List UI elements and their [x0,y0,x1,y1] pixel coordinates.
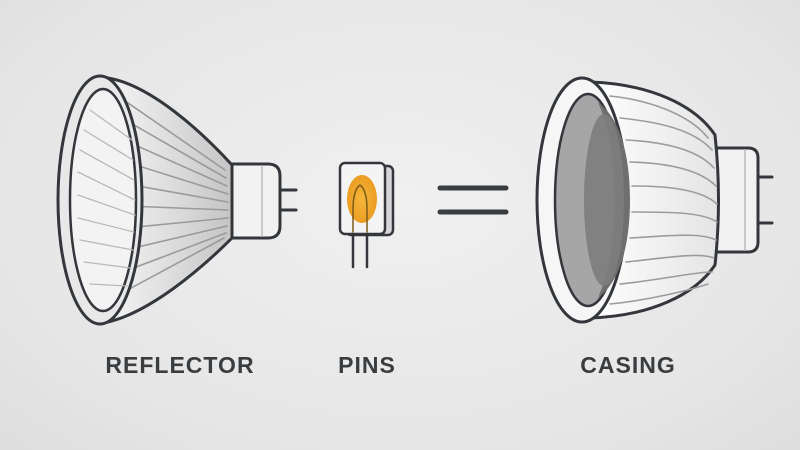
reflector-facets [117,95,229,295]
casing-label: CASING [580,352,676,378]
reflector-neck [223,162,282,240]
pins-capsule-icon [338,161,395,269]
reflector-label: REFLECTOR [105,352,255,378]
casing-ribs [609,95,718,305]
casing-bulb-icon [535,76,774,324]
equals-sign-icon [437,185,509,215]
reflector-lens-lines [77,109,136,287]
pins-label: PINS [338,352,396,378]
reflector-lens [68,87,138,313]
reflector-cone [106,76,234,324]
filament-glow [347,175,377,223]
reflector-bulb-icon [56,74,298,326]
